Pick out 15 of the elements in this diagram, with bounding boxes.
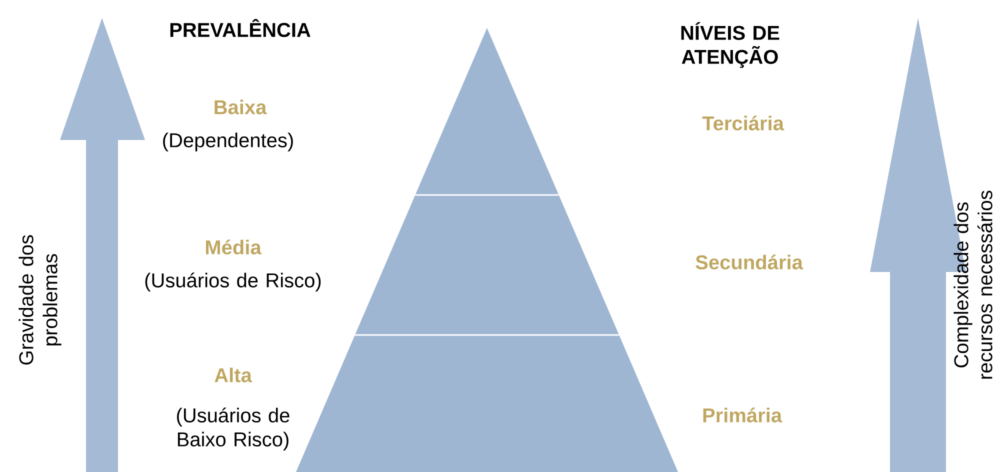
level-description: (Dependentes) xyxy=(163,132,293,152)
column-heading: NÍVEIS DE ATENÇÃO xyxy=(681,22,780,68)
level-description: (Usuários de Risco) xyxy=(145,272,321,292)
level-heading: Alta xyxy=(214,368,252,382)
axis-label: Complexidade dos recursos necessários xyxy=(954,190,992,379)
care-level: Primária xyxy=(703,408,782,422)
axis-label: Gravidade dos problemas xyxy=(18,235,62,365)
pyramid-tier xyxy=(415,28,559,195)
level-heading: Baixa xyxy=(214,100,267,114)
column-heading: PREVALÊNCIA xyxy=(170,18,310,38)
pyramid-tier xyxy=(354,195,620,335)
care-level: Secundária xyxy=(696,254,804,270)
care-level: Terciária xyxy=(702,116,784,130)
level-heading: Média xyxy=(206,240,262,254)
pyramid-tier xyxy=(296,335,678,472)
